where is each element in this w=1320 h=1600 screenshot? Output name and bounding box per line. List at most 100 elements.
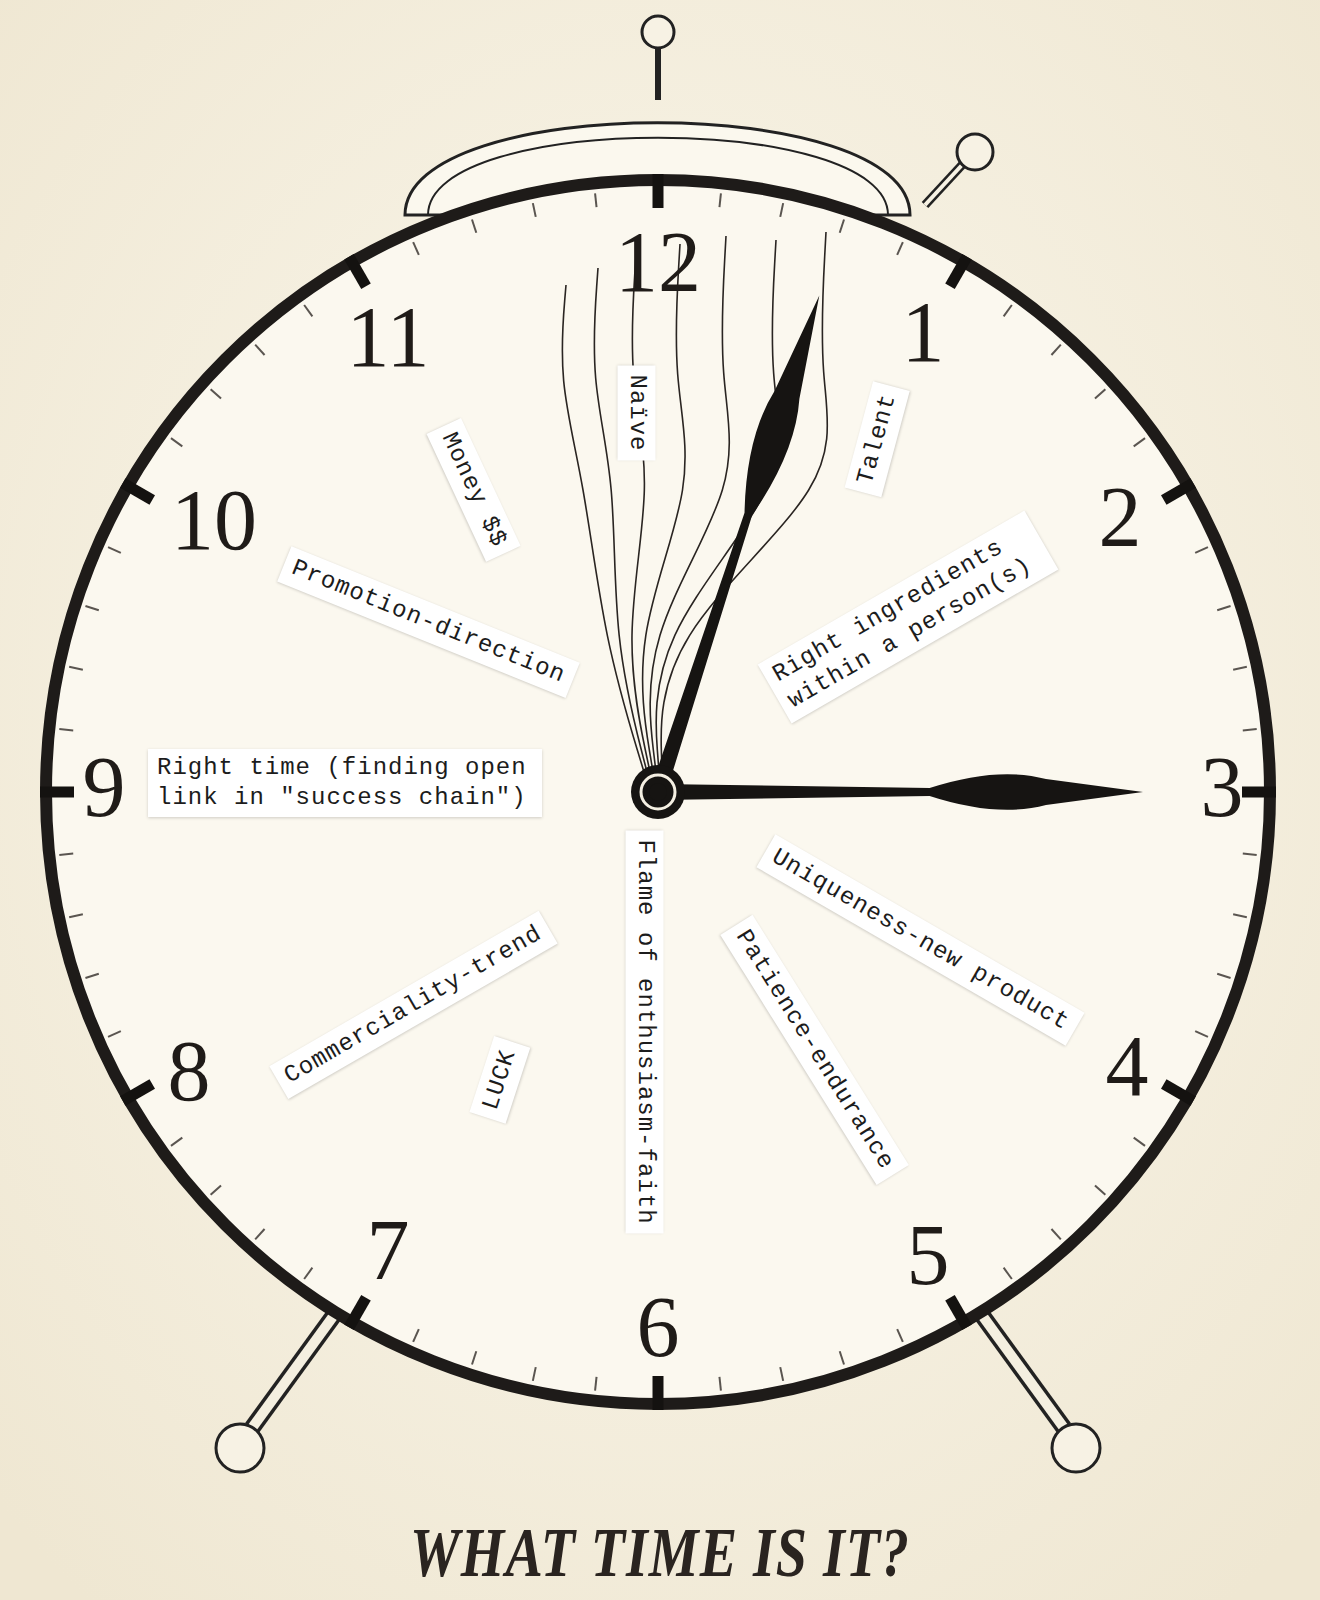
minute-tick bbox=[1233, 667, 1247, 670]
minute-tick bbox=[1233, 914, 1247, 917]
hour-tick bbox=[349, 257, 366, 286]
hour-numeral: 7 bbox=[367, 1207, 410, 1293]
hour-tick bbox=[123, 1084, 152, 1101]
hub-pin bbox=[649, 783, 667, 801]
paper-slip-label: LUCK bbox=[470, 1036, 531, 1123]
leg-foot bbox=[216, 1424, 264, 1472]
motion-line bbox=[656, 240, 778, 772]
hour-numeral: 8 bbox=[168, 1028, 211, 1114]
winder-stem-inner bbox=[925, 165, 962, 205]
hour-numeral: 10 bbox=[171, 477, 257, 563]
motion-line bbox=[594, 268, 647, 772]
hour-tick bbox=[349, 1298, 366, 1327]
minute-tick bbox=[1217, 974, 1230, 978]
minute-tick bbox=[255, 1229, 264, 1239]
motion-line bbox=[632, 255, 650, 772]
hour-tick bbox=[1164, 1084, 1193, 1101]
minute-hand bbox=[641, 290, 836, 797]
minute-tick bbox=[1195, 1031, 1208, 1037]
minute-tick bbox=[719, 193, 720, 207]
clock-leg bbox=[252, 1300, 345, 1428]
hour-numeral: 4 bbox=[1106, 1023, 1149, 1109]
hour-tick bbox=[653, 174, 664, 208]
minute-tick bbox=[897, 1329, 903, 1342]
minute-tick bbox=[1243, 729, 1257, 730]
clock-face bbox=[46, 180, 1270, 1404]
minute-tick bbox=[304, 305, 312, 316]
minute-tick bbox=[108, 547, 121, 553]
paper-slip-label: Right time (finding open link in "succes… bbox=[148, 749, 542, 817]
hour-tick bbox=[950, 1298, 967, 1327]
title: WHAT TIME IS IT? bbox=[410, 1517, 910, 1587]
minute-tick bbox=[59, 853, 73, 854]
motion-line bbox=[643, 244, 685, 772]
hour-numeral: 9 bbox=[83, 744, 126, 830]
minute-tick bbox=[840, 1351, 844, 1364]
minute-tick bbox=[840, 219, 844, 232]
minute-tick bbox=[719, 1377, 720, 1391]
hour-tick bbox=[653, 1376, 664, 1410]
minute-tick bbox=[780, 1367, 783, 1381]
hour-numeral: 5 bbox=[907, 1212, 950, 1298]
minute-tick bbox=[1051, 345, 1060, 355]
minute-tick bbox=[1195, 547, 1208, 553]
hour-tick bbox=[950, 257, 967, 286]
minute-tick bbox=[533, 203, 536, 217]
paper-slip-label: Naïve bbox=[618, 365, 656, 460]
minute-tick bbox=[255, 345, 264, 355]
winder-stem bbox=[925, 165, 962, 205]
minute-tick bbox=[59, 729, 73, 730]
minute-tick bbox=[472, 219, 476, 232]
hour-tick bbox=[1242, 787, 1276, 798]
minute-tick bbox=[413, 242, 419, 255]
minute-tick bbox=[1004, 305, 1012, 316]
minute-tick bbox=[1095, 1185, 1105, 1194]
motion-line bbox=[562, 285, 644, 772]
bell-knob bbox=[642, 16, 674, 48]
minute-tick bbox=[897, 242, 903, 255]
leg-foot bbox=[1052, 1424, 1100, 1472]
minute-tick bbox=[69, 667, 83, 670]
hour-numeral: 3 bbox=[1201, 744, 1244, 830]
minute-tick bbox=[413, 1329, 419, 1342]
clock-leg-inner bbox=[971, 1300, 1064, 1428]
minute-tick bbox=[211, 389, 221, 398]
minute-tick bbox=[304, 1268, 312, 1279]
minute-tick bbox=[85, 606, 98, 610]
minute-tick bbox=[171, 1138, 182, 1146]
hour-tick bbox=[40, 787, 74, 798]
hour-numeral: 12 bbox=[615, 219, 701, 305]
hour-numeral: 1 bbox=[902, 289, 945, 375]
minute-tick bbox=[1134, 438, 1145, 446]
minute-tick bbox=[595, 193, 596, 207]
minute-tick bbox=[1004, 1268, 1012, 1279]
minute-tick bbox=[780, 203, 783, 217]
minute-tick bbox=[1095, 389, 1105, 398]
hour-numeral: 2 bbox=[1099, 474, 1142, 560]
minute-tick bbox=[211, 1185, 221, 1194]
paper-slip-label: Money $$ bbox=[427, 418, 521, 562]
hub-ring bbox=[641, 775, 675, 809]
minute-tick bbox=[1217, 606, 1230, 610]
minute-tick bbox=[533, 1367, 536, 1381]
minute-tick bbox=[171, 438, 182, 446]
minute-tick bbox=[85, 974, 98, 978]
hour-tick bbox=[123, 483, 152, 500]
minute-tick bbox=[69, 914, 83, 917]
clock-leg bbox=[971, 1300, 1064, 1428]
tick-marks bbox=[40, 174, 1276, 1410]
paper-slip-label: Promotion-direction bbox=[277, 546, 579, 698]
minute-tick bbox=[1051, 1229, 1060, 1239]
paper-slip-label: Patience-endurance bbox=[721, 915, 910, 1186]
minute-tick bbox=[472, 1351, 476, 1364]
minute-tick bbox=[1134, 1138, 1145, 1146]
hour-hand bbox=[658, 774, 1143, 810]
clock-hands bbox=[631, 290, 1143, 819]
minute-tick bbox=[108, 1031, 121, 1037]
minute-tick bbox=[595, 1377, 596, 1391]
hub bbox=[631, 765, 685, 819]
paper-slip-label: Talent bbox=[844, 381, 909, 497]
